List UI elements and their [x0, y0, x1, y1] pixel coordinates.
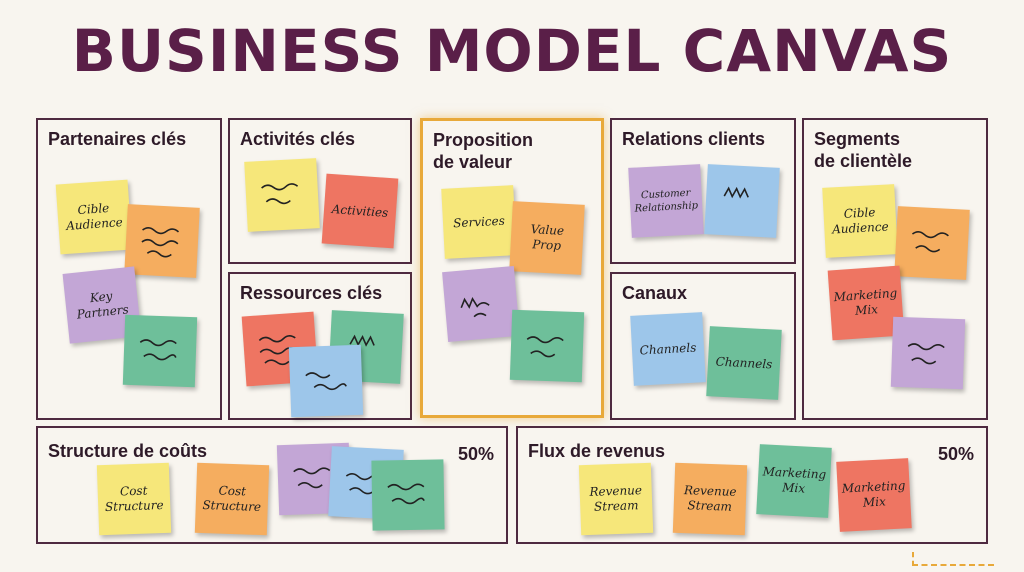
sticky-note[interactable] — [276, 442, 352, 516]
note-text: Marketing Mix — [833, 285, 898, 318]
cost-percentage: 50% — [457, 444, 494, 464]
revenue-percentage: 50% — [937, 444, 974, 464]
sticky-note[interactable]: Marketing Mix — [756, 444, 832, 518]
sticky-note[interactable]: Revenue Stream — [672, 462, 748, 536]
scribble-icon — [907, 343, 945, 365]
sticky-note[interactable] — [328, 310, 404, 384]
block-label: Ressources clés — [240, 283, 383, 303]
note-text: Cost Structure — [202, 483, 262, 515]
sticky-note[interactable]: Activities — [321, 173, 399, 249]
sticky-note[interactable] — [122, 314, 198, 388]
note-text: Cost Structure — [104, 483, 164, 515]
note-text: Services — [452, 213, 506, 230]
scribble-icon — [139, 339, 177, 361]
block-flux-de-revenus: Flux de revenus 50% Revenue Stream Reven… — [516, 426, 988, 544]
block-relations-clients: Relations clients Customer Relationship — [610, 118, 796, 264]
sticky-note[interactable]: Revenue Stream — [578, 462, 654, 536]
note-text: Value Prop — [530, 222, 565, 253]
block-label: Segments de clientèle — [814, 129, 913, 171]
sticky-note[interactable]: Cible Audience — [55, 179, 133, 255]
block-segments-de-clientele: Segments de clientèle Cible Audience Mar… — [802, 118, 988, 420]
block-structure-de-couts: Structure de coûts 50% Cost Structure Co… — [36, 426, 508, 544]
scribble-icon — [723, 186, 749, 199]
block-label: Flux de revenus — [528, 441, 666, 461]
note-text: Marketing Mix — [841, 478, 906, 510]
note-text: Customer Relationship — [634, 187, 699, 215]
sticky-note[interactable]: Cost Structure — [194, 462, 270, 536]
block-label: Relations clients — [622, 129, 766, 149]
scribble-icon — [460, 296, 490, 318]
note-text: Revenue Stream — [683, 483, 737, 514]
sticky-note[interactable] — [890, 316, 966, 390]
note-text: Cible Audience — [831, 205, 889, 237]
scribble-icon — [526, 336, 564, 358]
scribble-icon — [387, 483, 425, 505]
sticky-note[interactable] — [442, 265, 520, 343]
sticky-note[interactable]: Channels — [630, 312, 706, 386]
scribble-icon — [141, 226, 180, 258]
block-label: Activités clés — [240, 129, 356, 149]
block-label: Proposition de valeur — [433, 130, 533, 172]
block-ressources-cles: Ressources clés — [228, 272, 412, 420]
sticky-note[interactable] — [288, 344, 364, 418]
sticky-note[interactable] — [124, 204, 200, 278]
sticky-note[interactable]: Marketing Mix — [836, 458, 912, 532]
note-text: Activities — [331, 201, 389, 220]
block-label: Structure de coûts — [48, 441, 208, 461]
note-text: Key Partners — [76, 288, 130, 322]
sticky-note[interactable]: Value Prop — [509, 201, 585, 275]
dashed-corner-mark — [912, 552, 994, 566]
block-proposition-de-valeur: Proposition de valeur Services Value Pro… — [420, 118, 604, 418]
note-text: Channels — [715, 354, 773, 371]
scribble-icon — [349, 334, 375, 347]
block-activites-cles: Activités clés Activities — [228, 118, 412, 264]
sticky-note[interactable] — [704, 164, 780, 238]
sticky-note[interactable] — [894, 206, 970, 280]
scribble-icon — [305, 372, 347, 391]
sticky-note[interactable] — [244, 158, 320, 232]
sticky-note[interactable]: Channels — [706, 326, 782, 400]
sticky-note[interactable]: Cost Structure — [96, 462, 172, 536]
sticky-note[interactable] — [371, 459, 445, 531]
scribble-icon — [261, 183, 299, 205]
note-text: Cible Audience — [65, 200, 124, 233]
block-partenaires-cles: Partenaires clés Cible Audience Key Part… — [36, 118, 222, 420]
page-title: BUSINESS MODEL CANVAS — [71, 17, 953, 85]
sticky-note[interactable] — [509, 309, 585, 383]
note-text: Channels — [639, 340, 697, 357]
block-label: Partenaires clés — [48, 129, 187, 149]
note-text: Revenue Stream — [589, 483, 643, 514]
sticky-note[interactable]: Customer Relationship — [628, 164, 704, 238]
sticky-note[interactable]: Cible Audience — [822, 184, 898, 258]
sticky-note[interactable]: Services — [441, 185, 517, 259]
note-text: Marketing Mix — [762, 464, 827, 496]
block-label: Canaux — [622, 283, 688, 303]
block-canaux: Canaux Channels Channels — [610, 272, 796, 420]
scribble-icon — [911, 230, 949, 253]
scribble-icon — [293, 467, 331, 489]
